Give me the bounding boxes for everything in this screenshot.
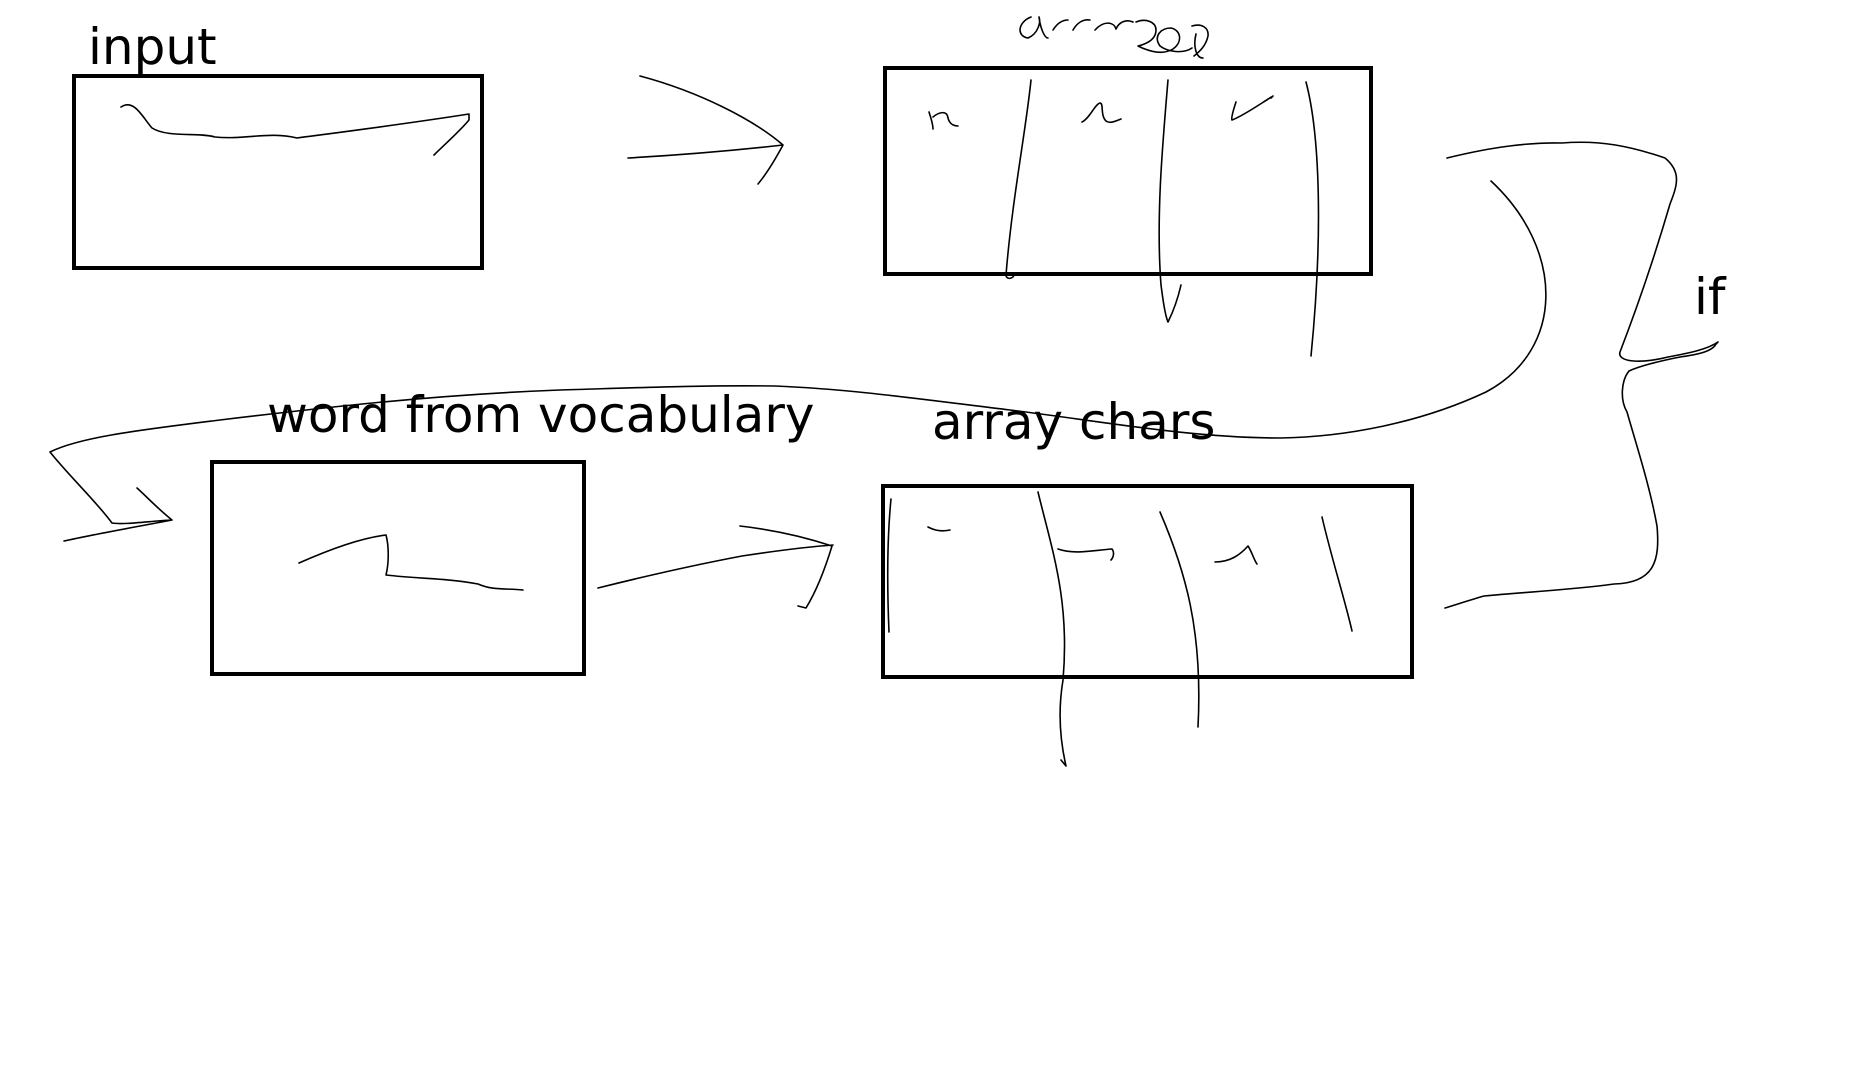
word-box [210, 460, 586, 676]
arrow-input-to-array [627, 75, 784, 185]
handwritten-array-text [1019, 16, 1209, 59]
array-divider-3 [1305, 81, 1320, 357]
input-box [72, 74, 484, 270]
array-box [883, 66, 1373, 357]
array-cell-mark-2 [1081, 102, 1122, 124]
label-array-chars: array chars [932, 393, 1216, 451]
chars-cell-mark-2 [1057, 548, 1115, 561]
array-chars-box [881, 484, 1414, 767]
chars-cell-mark-3 [1214, 545, 1258, 565]
chars-divider-3 [1321, 516, 1353, 632]
chars-divider-1 [1037, 491, 1067, 767]
label-if-condition: if [1694, 268, 1726, 326]
array-cell-mark-3 [1230, 95, 1274, 121]
array-cell-mark-1 [928, 111, 959, 130]
array-divider-2 [1158, 79, 1182, 323]
array-divider-1 [1005, 79, 1032, 280]
word-squiggle [298, 534, 524, 591]
arrow-array-to-word [49, 180, 1547, 542]
chars-divider-2 [1159, 511, 1200, 728]
chars-cell-mark-1 [927, 526, 951, 532]
label-word-from-vocabulary: word from vocabulary [267, 386, 815, 444]
if-connector-brace [1444, 141, 1719, 609]
chars-left-edge-mark [886, 498, 892, 633]
arrow-word-to-array-chars [597, 525, 834, 609]
label-input: input [88, 18, 217, 76]
input-squiggle [120, 104, 470, 156]
